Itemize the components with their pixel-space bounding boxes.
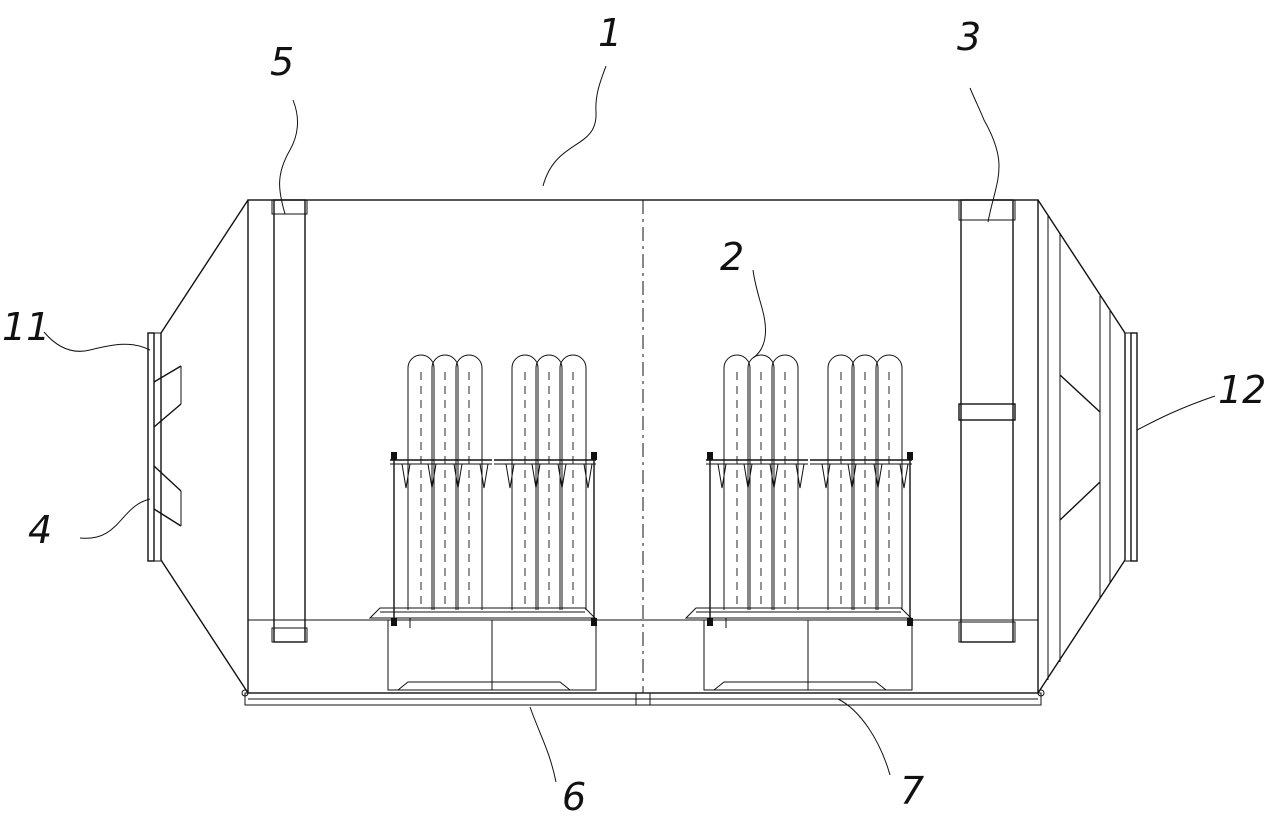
uv-lamp-tube	[723, 354, 751, 610]
label-outlet-flange: 12	[1218, 368, 1266, 412]
uv-lamp-modules	[368, 354, 913, 691]
leader-lines	[43, 65, 1216, 783]
label-uv-lamp-module: 2	[720, 235, 744, 279]
uv-lamp-tube	[747, 354, 775, 610]
inlet-baffle	[153, 365, 182, 527]
uv-lamp-module-right	[684, 354, 913, 691]
filter-left	[271, 199, 308, 643]
uv-lamp-tube	[511, 354, 539, 610]
uv-lamp-tube	[827, 354, 855, 610]
label-filter-right: 3	[957, 15, 981, 59]
housing-body	[247, 199, 1039, 694]
inlet-hood	[160, 199, 249, 694]
outlet-hood	[1037, 199, 1126, 694]
uv-lamp-module-left	[368, 354, 597, 691]
uv-lamp-tube	[851, 354, 879, 610]
label-base-left: 6	[562, 775, 586, 819]
uv-lamp-tube	[455, 354, 483, 610]
uv-lamp-tube	[407, 354, 435, 610]
label-housing: 1	[598, 11, 622, 55]
inlet-flange	[147, 332, 161, 562]
label-inlet-baffle: 4	[28, 508, 52, 552]
uv-lamp-tube	[771, 354, 799, 610]
uv-lamp-tube	[431, 354, 459, 610]
outlet-flange	[1125, 332, 1138, 562]
uv-lamp-tube	[875, 354, 903, 610]
lamp-bank	[494, 354, 597, 626]
lamp-bank	[706, 354, 808, 626]
uv-lamp-tube	[535, 354, 563, 610]
label-inlet-flange: 11	[2, 305, 50, 349]
label-base-right: 7	[900, 769, 924, 813]
filter-right	[958, 199, 1016, 643]
lamp-bank	[810, 354, 913, 626]
label-filter-left: 5	[270, 40, 294, 84]
base-rail	[241, 689, 1045, 706]
callout-labels: 1 2 3 4 5 6 7 11 12	[2, 11, 1266, 819]
uv-lamp-tube	[559, 354, 587, 610]
lamp-bank	[390, 354, 492, 626]
